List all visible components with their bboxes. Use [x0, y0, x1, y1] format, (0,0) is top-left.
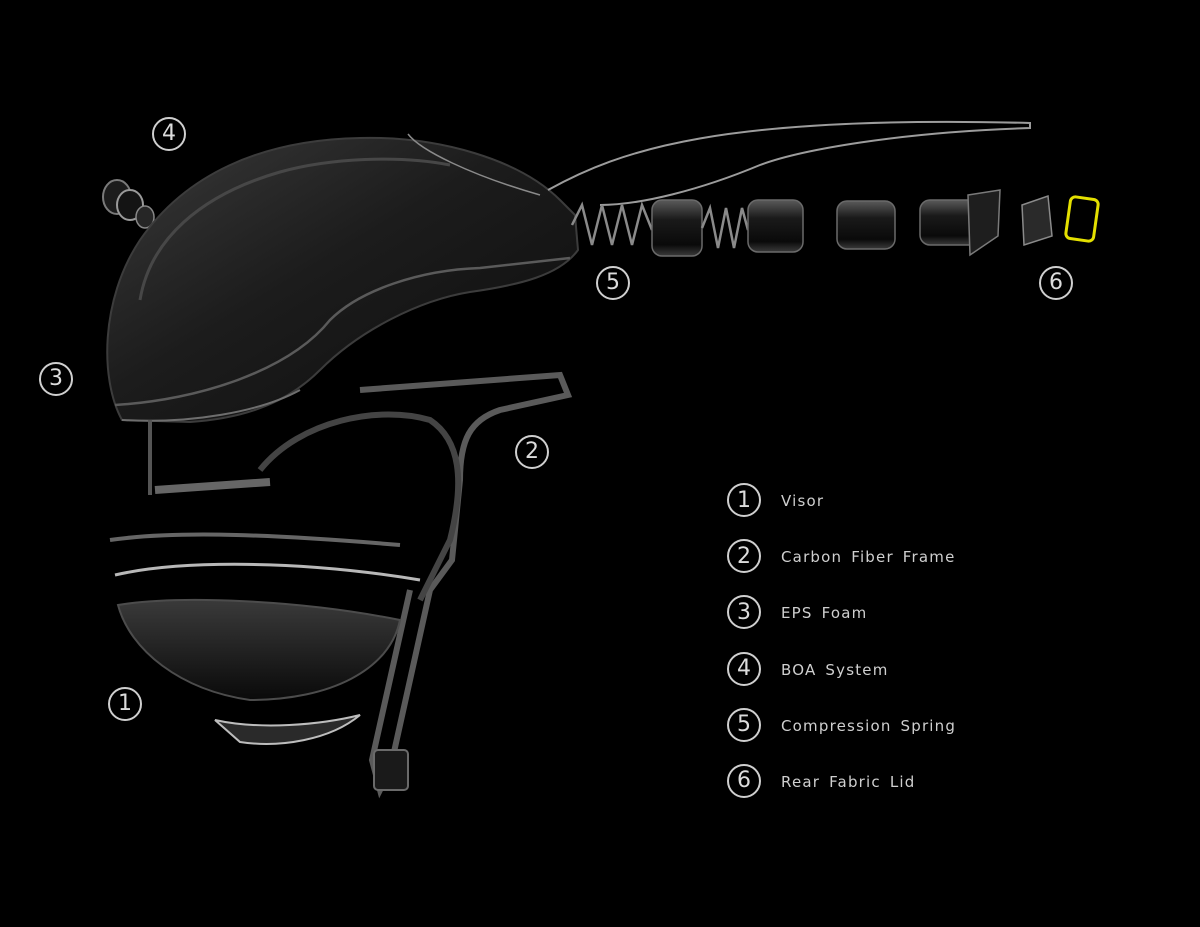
chin-strap-buckle	[373, 749, 409, 791]
callout-boa: 4	[152, 117, 186, 151]
legend-label: Compression Spring	[781, 716, 957, 735]
boa-cable	[547, 120, 1031, 206]
legend-number: 1	[727, 483, 761, 517]
boa-dial-parts	[102, 179, 155, 229]
legend-number: 5	[727, 707, 761, 742]
legend-label: Carbon Fiber Frame	[781, 548, 956, 567]
legend-number: 3	[727, 595, 761, 630]
legend-label: Visor	[781, 492, 825, 510]
carbon-fiber-frame	[148, 371, 573, 799]
callout-frame: 2	[515, 435, 549, 469]
rear-fabric-lid	[1021, 194, 1100, 247]
callout-lid: 6	[1039, 266, 1073, 300]
legend-label: Rear Fabric Lid	[781, 772, 916, 791]
compression-spring-assembly	[570, 189, 1001, 257]
callout-visor: 1	[108, 687, 142, 721]
callout-foam: 3	[39, 362, 73, 396]
callout-spring: 5	[596, 266, 630, 300]
legend-label: EPS Foam	[781, 604, 868, 623]
legend-label: BOA System	[781, 660, 889, 679]
legend-number: 4	[727, 651, 761, 686]
legend-number: 2	[727, 539, 761, 574]
helmet-shell	[106, 133, 580, 424]
legend-number: 6	[727, 763, 761, 798]
visor-layers	[109, 532, 421, 745]
